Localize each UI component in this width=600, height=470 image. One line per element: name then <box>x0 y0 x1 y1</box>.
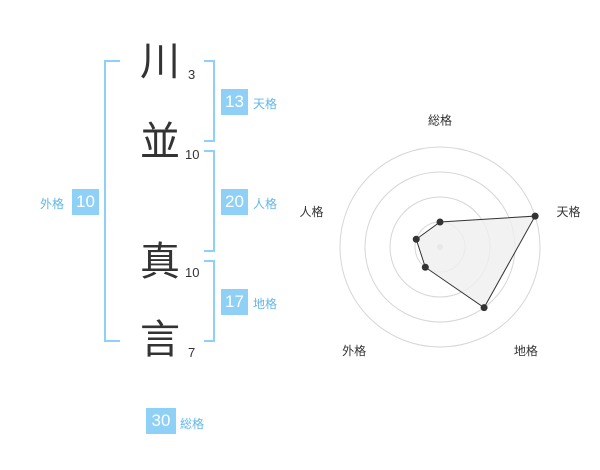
name-char-4: 言 <box>140 317 180 363</box>
radar-series <box>415 215 536 309</box>
radar-ring-1 <box>414 221 466 273</box>
gaikaku-bracket <box>104 60 120 342</box>
soukaku-label: 総格 <box>180 417 205 431</box>
name-char-3: 真 <box>140 239 180 285</box>
stroke-count-2: 10 <box>185 147 200 162</box>
jinkaku-label: 人格 <box>253 197 278 211</box>
chikaku-badge: 17 <box>221 289 248 315</box>
tenkaku-badge: 13 <box>221 89 248 115</box>
jinkaku-badge: 20 <box>221 189 248 215</box>
stroke-count-3: 10 <box>185 265 200 280</box>
gaikaku-badge: 10 <box>72 189 99 215</box>
chikaku-label: 地格 <box>253 297 278 311</box>
radar-ring-4 <box>339 146 541 348</box>
radar-point-2 <box>480 304 488 312</box>
radar-ring-2 <box>389 196 491 298</box>
radar-point-3 <box>421 263 429 271</box>
radar-axis-label-0: 総格 <box>428 113 452 128</box>
radar-axis-label-3: 外格 <box>342 343 366 358</box>
stroke-count-4: 7 <box>188 345 196 360</box>
soukaku-badge: 30 <box>146 408 176 434</box>
name-char-2: 並 <box>140 119 180 165</box>
jinkaku-bracket <box>204 150 215 252</box>
radar-axis-label-4: 人格 <box>299 204 323 219</box>
tenkaku-bracket <box>204 60 215 142</box>
radar-point-0 <box>436 218 444 226</box>
radar-axis-label-1: 天格 <box>557 204 581 219</box>
radar-point-4 <box>412 235 420 243</box>
chikaku-bracket <box>204 260 215 342</box>
radar-ring-3 <box>364 171 516 323</box>
radar-axis-label-2: 地格 <box>514 343 538 358</box>
stroke-count-1: 3 <box>188 67 196 82</box>
gaikaku-label: 外格 <box>40 197 65 211</box>
radar-point-1 <box>531 212 539 220</box>
radar-center <box>437 244 443 250</box>
tenkaku-label: 天格 <box>253 97 278 111</box>
name-char-1: 川 <box>140 39 180 85</box>
